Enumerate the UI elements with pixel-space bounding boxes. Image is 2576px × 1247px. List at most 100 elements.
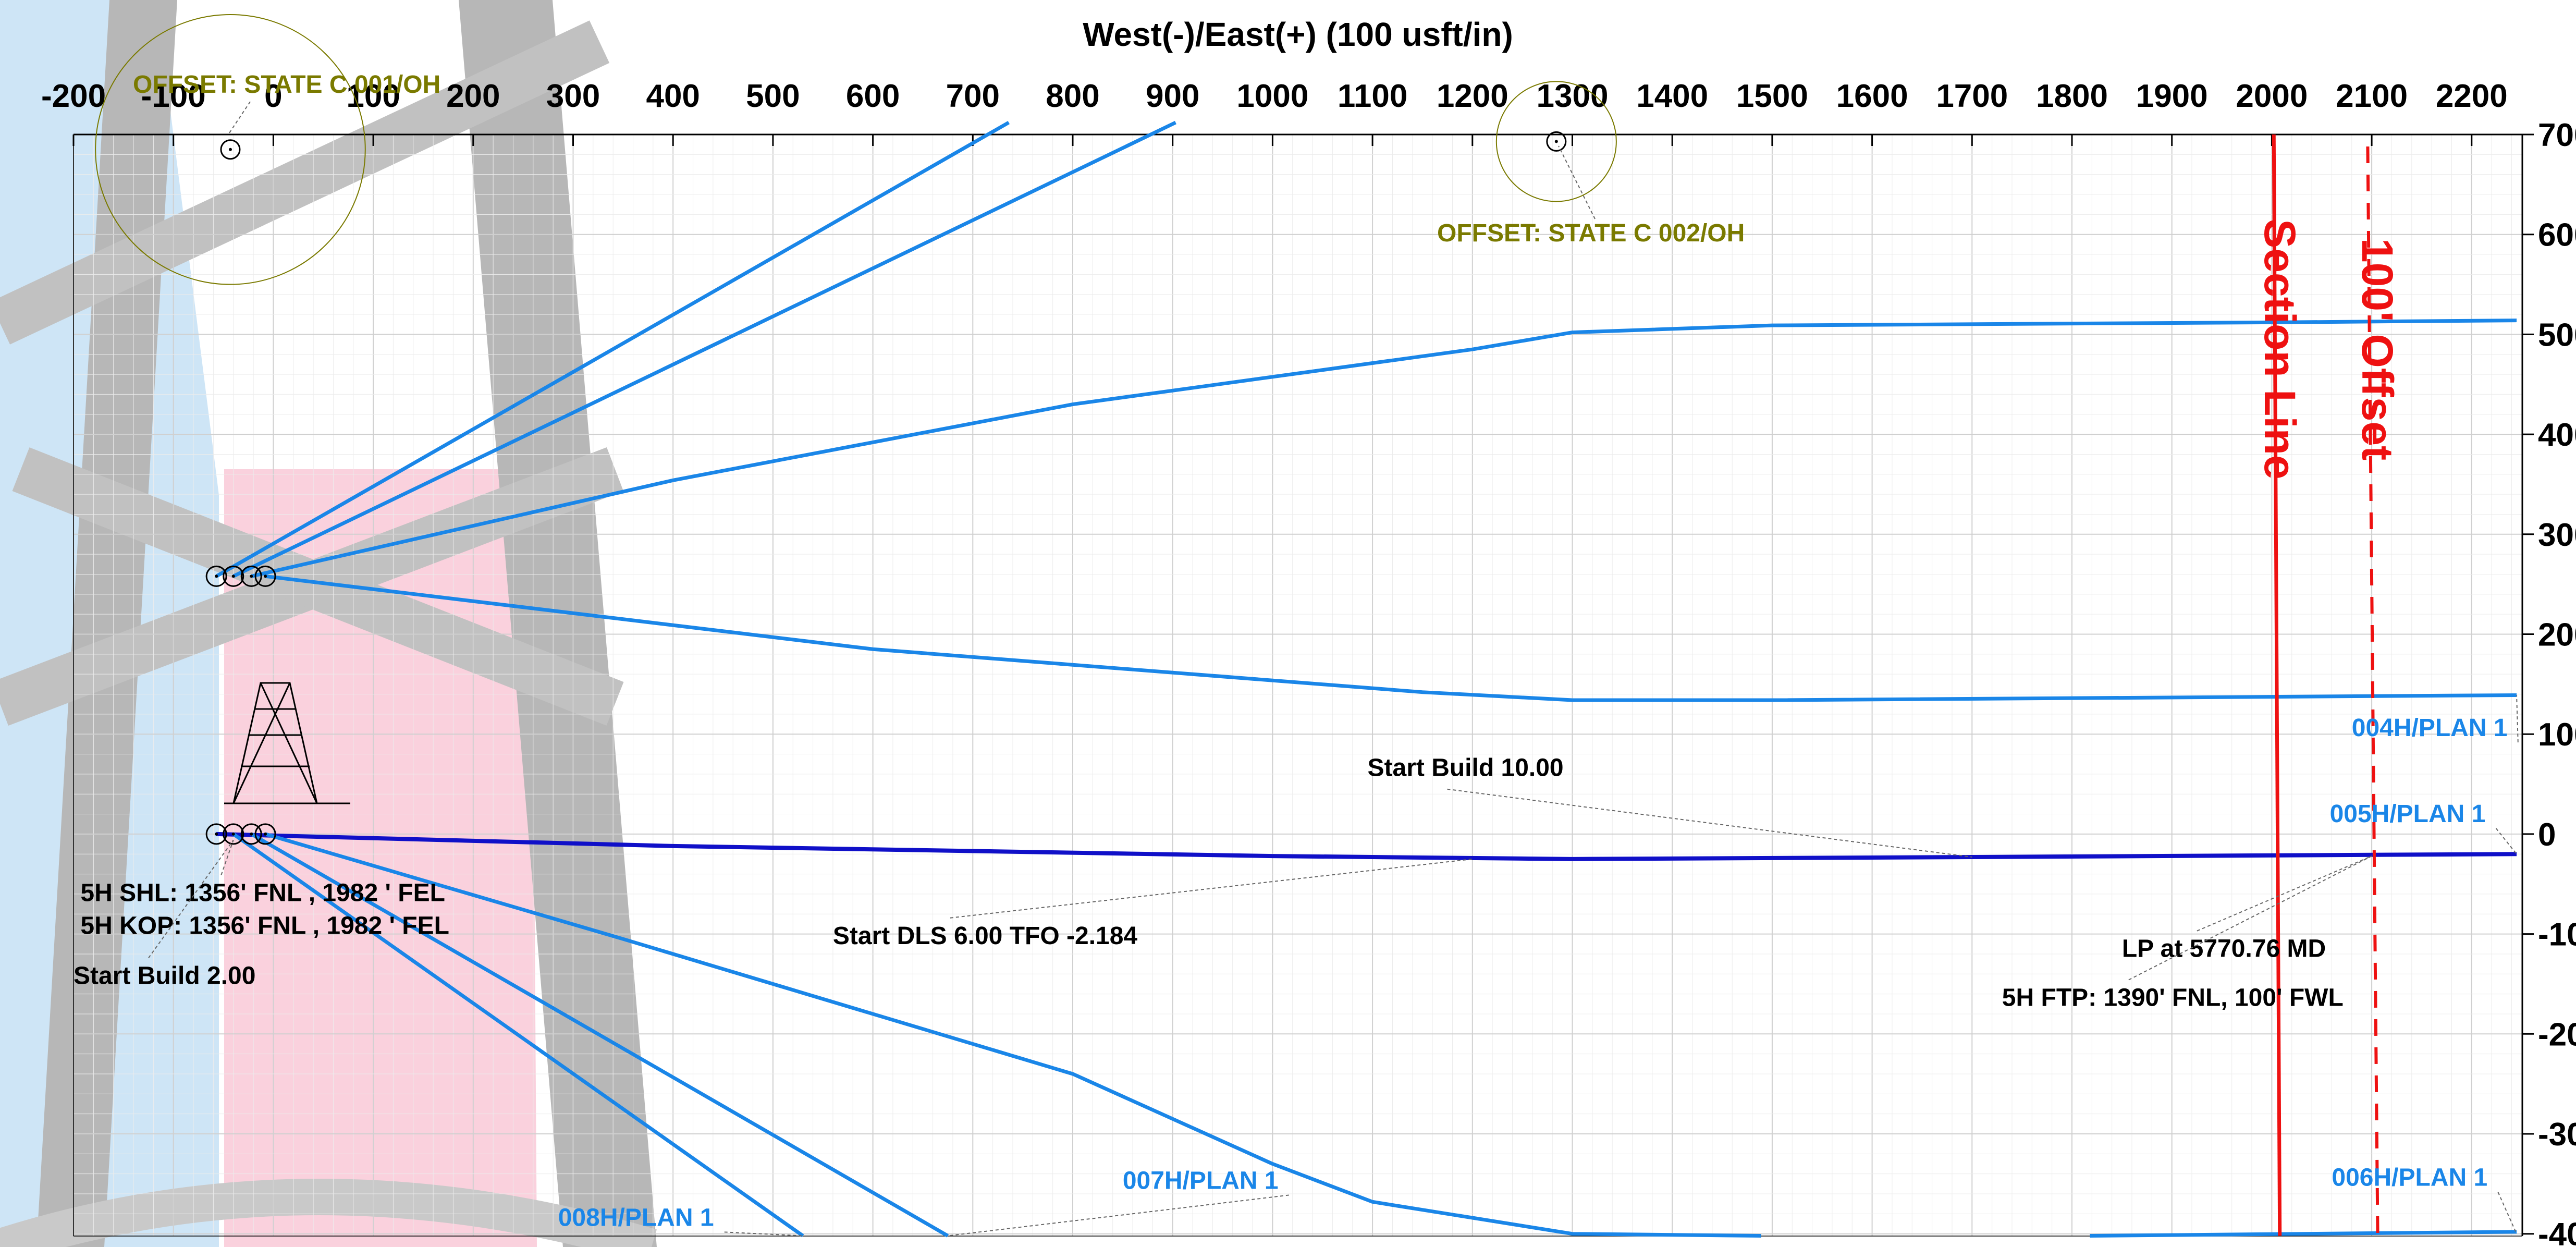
x-tick-label: 0	[264, 78, 282, 114]
x-tick-label: 1400	[1636, 78, 1708, 114]
offset-well-center-dot	[228, 148, 232, 151]
annotation-label: Start Build 2.00	[73, 962, 255, 989]
well-label: 007H/PLAN 1	[1123, 1167, 1279, 1194]
y-tick-label: -400	[2538, 1217, 2576, 1247]
offset-well-label: OFFSET: STATE C 002/OH	[1437, 219, 1745, 247]
well-path-well-c	[251, 319, 2517, 578]
well-path-007h-plan-1	[250, 832, 949, 1238]
x-tick-label: 1900	[2136, 78, 2208, 114]
watermark-cross-brace	[0, 20, 610, 345]
well-path-004h-plan-1	[265, 574, 2517, 702]
well-path-well-a	[215, 120, 1010, 578]
annotation-label: 5H FTP: 1390' FNL, 100' FWL	[2002, 984, 2344, 1012]
surface-hole-marker	[254, 823, 276, 845]
y-tick-label: 600	[2538, 217, 2576, 253]
surface-hole-center-dot	[250, 832, 253, 836]
annotation-leader	[2197, 855, 2372, 932]
section-lines-layer: Section Line 100' Offset	[2255, 134, 2402, 1236]
surface-hole-center-dot	[215, 832, 218, 836]
surface-hole-center-dot	[264, 832, 267, 836]
series-layer	[215, 120, 2517, 1238]
well-label: 005H/PLAN 1	[2330, 800, 2486, 828]
well-label: 004H/PLAN 1	[2352, 714, 2508, 742]
surface-hole-center-dot	[215, 574, 218, 578]
surface-hole-center-dot	[250, 574, 253, 578]
annotation-leader	[724, 1231, 803, 1237]
x-tick-label: 200	[446, 78, 500, 114]
well-label: 008H/PLAN 1	[558, 1204, 714, 1231]
offset-well-marker	[220, 139, 241, 160]
section-line	[2272, 134, 2282, 1236]
x-tick-label: 700	[946, 78, 1000, 114]
surface-hole-center-dot	[264, 574, 267, 578]
x-tick-label: -100	[141, 78, 206, 114]
section-line-label: Section Line	[2255, 219, 2304, 479]
x-tick-label: 1000	[1236, 78, 1308, 114]
x-tick-label: 2100	[2336, 78, 2408, 114]
surface-hole-markers	[205, 565, 276, 845]
x-tick-label: 900	[1146, 78, 1199, 114]
surface-hole-marker	[223, 565, 244, 587]
x-tick-label: 2000	[2236, 78, 2308, 114]
offset-well-range-circle	[1495, 81, 1617, 202]
well-path-005h-plan-1	[216, 832, 2517, 861]
x-tick-label: 500	[746, 78, 800, 114]
annotation-label: 5H SHL: 1356' FNL , 1982 ' FEL	[80, 879, 445, 907]
x-tick-label: 400	[646, 78, 700, 114]
y-tick-label: 200	[2538, 617, 2576, 653]
y-tick-label: -300	[2538, 1117, 2576, 1153]
x-tick-label: 1700	[1936, 78, 2008, 114]
x-tick-label: 300	[546, 78, 600, 114]
offset-line	[2366, 146, 2379, 1236]
well-path-006h-plan-1	[265, 832, 1761, 1238]
x-tick-label: 100	[346, 78, 400, 114]
offset-well-label: OFFSET: STATE C 001/OH	[133, 71, 440, 99]
x-tick-label: 600	[846, 78, 900, 114]
rig-icon-layer	[224, 682, 350, 804]
annotation-leader	[950, 858, 1473, 919]
annotation-label: 5H KOP: 1356' FNL , 1982 ' FEL	[80, 912, 449, 940]
watermark-gray-left-leg	[36, 0, 177, 1247]
drilling-rig-icon	[224, 682, 350, 804]
annotation-leader	[220, 840, 234, 875]
offset-well-range-circle	[95, 14, 366, 285]
x-tick-label: 800	[1046, 78, 1099, 114]
annotation-leader	[2497, 1192, 2517, 1234]
watermark-wash	[0, 0, 678, 1247]
offset-line-label: 100' Offset	[2353, 238, 2402, 460]
surface-hole-marker	[240, 823, 262, 845]
y-tick-label: -200	[2538, 1017, 2576, 1053]
annotation-leader	[2516, 695, 2519, 743]
surface-hole-marker	[205, 565, 227, 587]
offset-label-leader	[229, 101, 251, 133]
surface-hole-marker	[254, 565, 276, 587]
x-tick-label: 1100	[1338, 78, 1408, 114]
offset-well-marker	[1546, 131, 1567, 152]
annotation-label: Start DLS 6.00 TFO -2.184	[833, 922, 1138, 950]
well-path-well-b	[232, 120, 1176, 578]
well-path-006h-plan-1	[2090, 1230, 2517, 1238]
y-tick-label: 100	[2538, 717, 2576, 753]
annotation-leader	[1447, 788, 1972, 858]
surface-hole-marker	[240, 565, 262, 587]
x-axis-title: West(-)/East(+) (100 usft/in)	[1083, 16, 1513, 53]
well-path-008h-plan-1	[232, 833, 804, 1238]
surface-hole-marker	[205, 823, 227, 845]
y-tick-label: 300	[2538, 517, 2576, 553]
x-tick-label: 2200	[2436, 78, 2508, 114]
y-tick-label: 700	[2538, 117, 2576, 153]
well-label: 006H/PLAN 1	[2332, 1164, 2487, 1192]
annotation-leader	[148, 839, 234, 959]
annotation-label: LP at 5770.76 MD	[2122, 935, 2326, 963]
x-tick-label: -200	[41, 78, 106, 114]
surface-hole-center-dot	[231, 574, 235, 578]
x-tick-label: 1800	[2036, 78, 2108, 114]
y-tick-label: 500	[2538, 317, 2576, 353]
x-tick-label: 1500	[1736, 78, 1808, 114]
offset-well-center-dot	[1554, 140, 1558, 143]
y-tick-label: 400	[2538, 417, 2576, 453]
x-tick-label: 1200	[1437, 78, 1508, 114]
